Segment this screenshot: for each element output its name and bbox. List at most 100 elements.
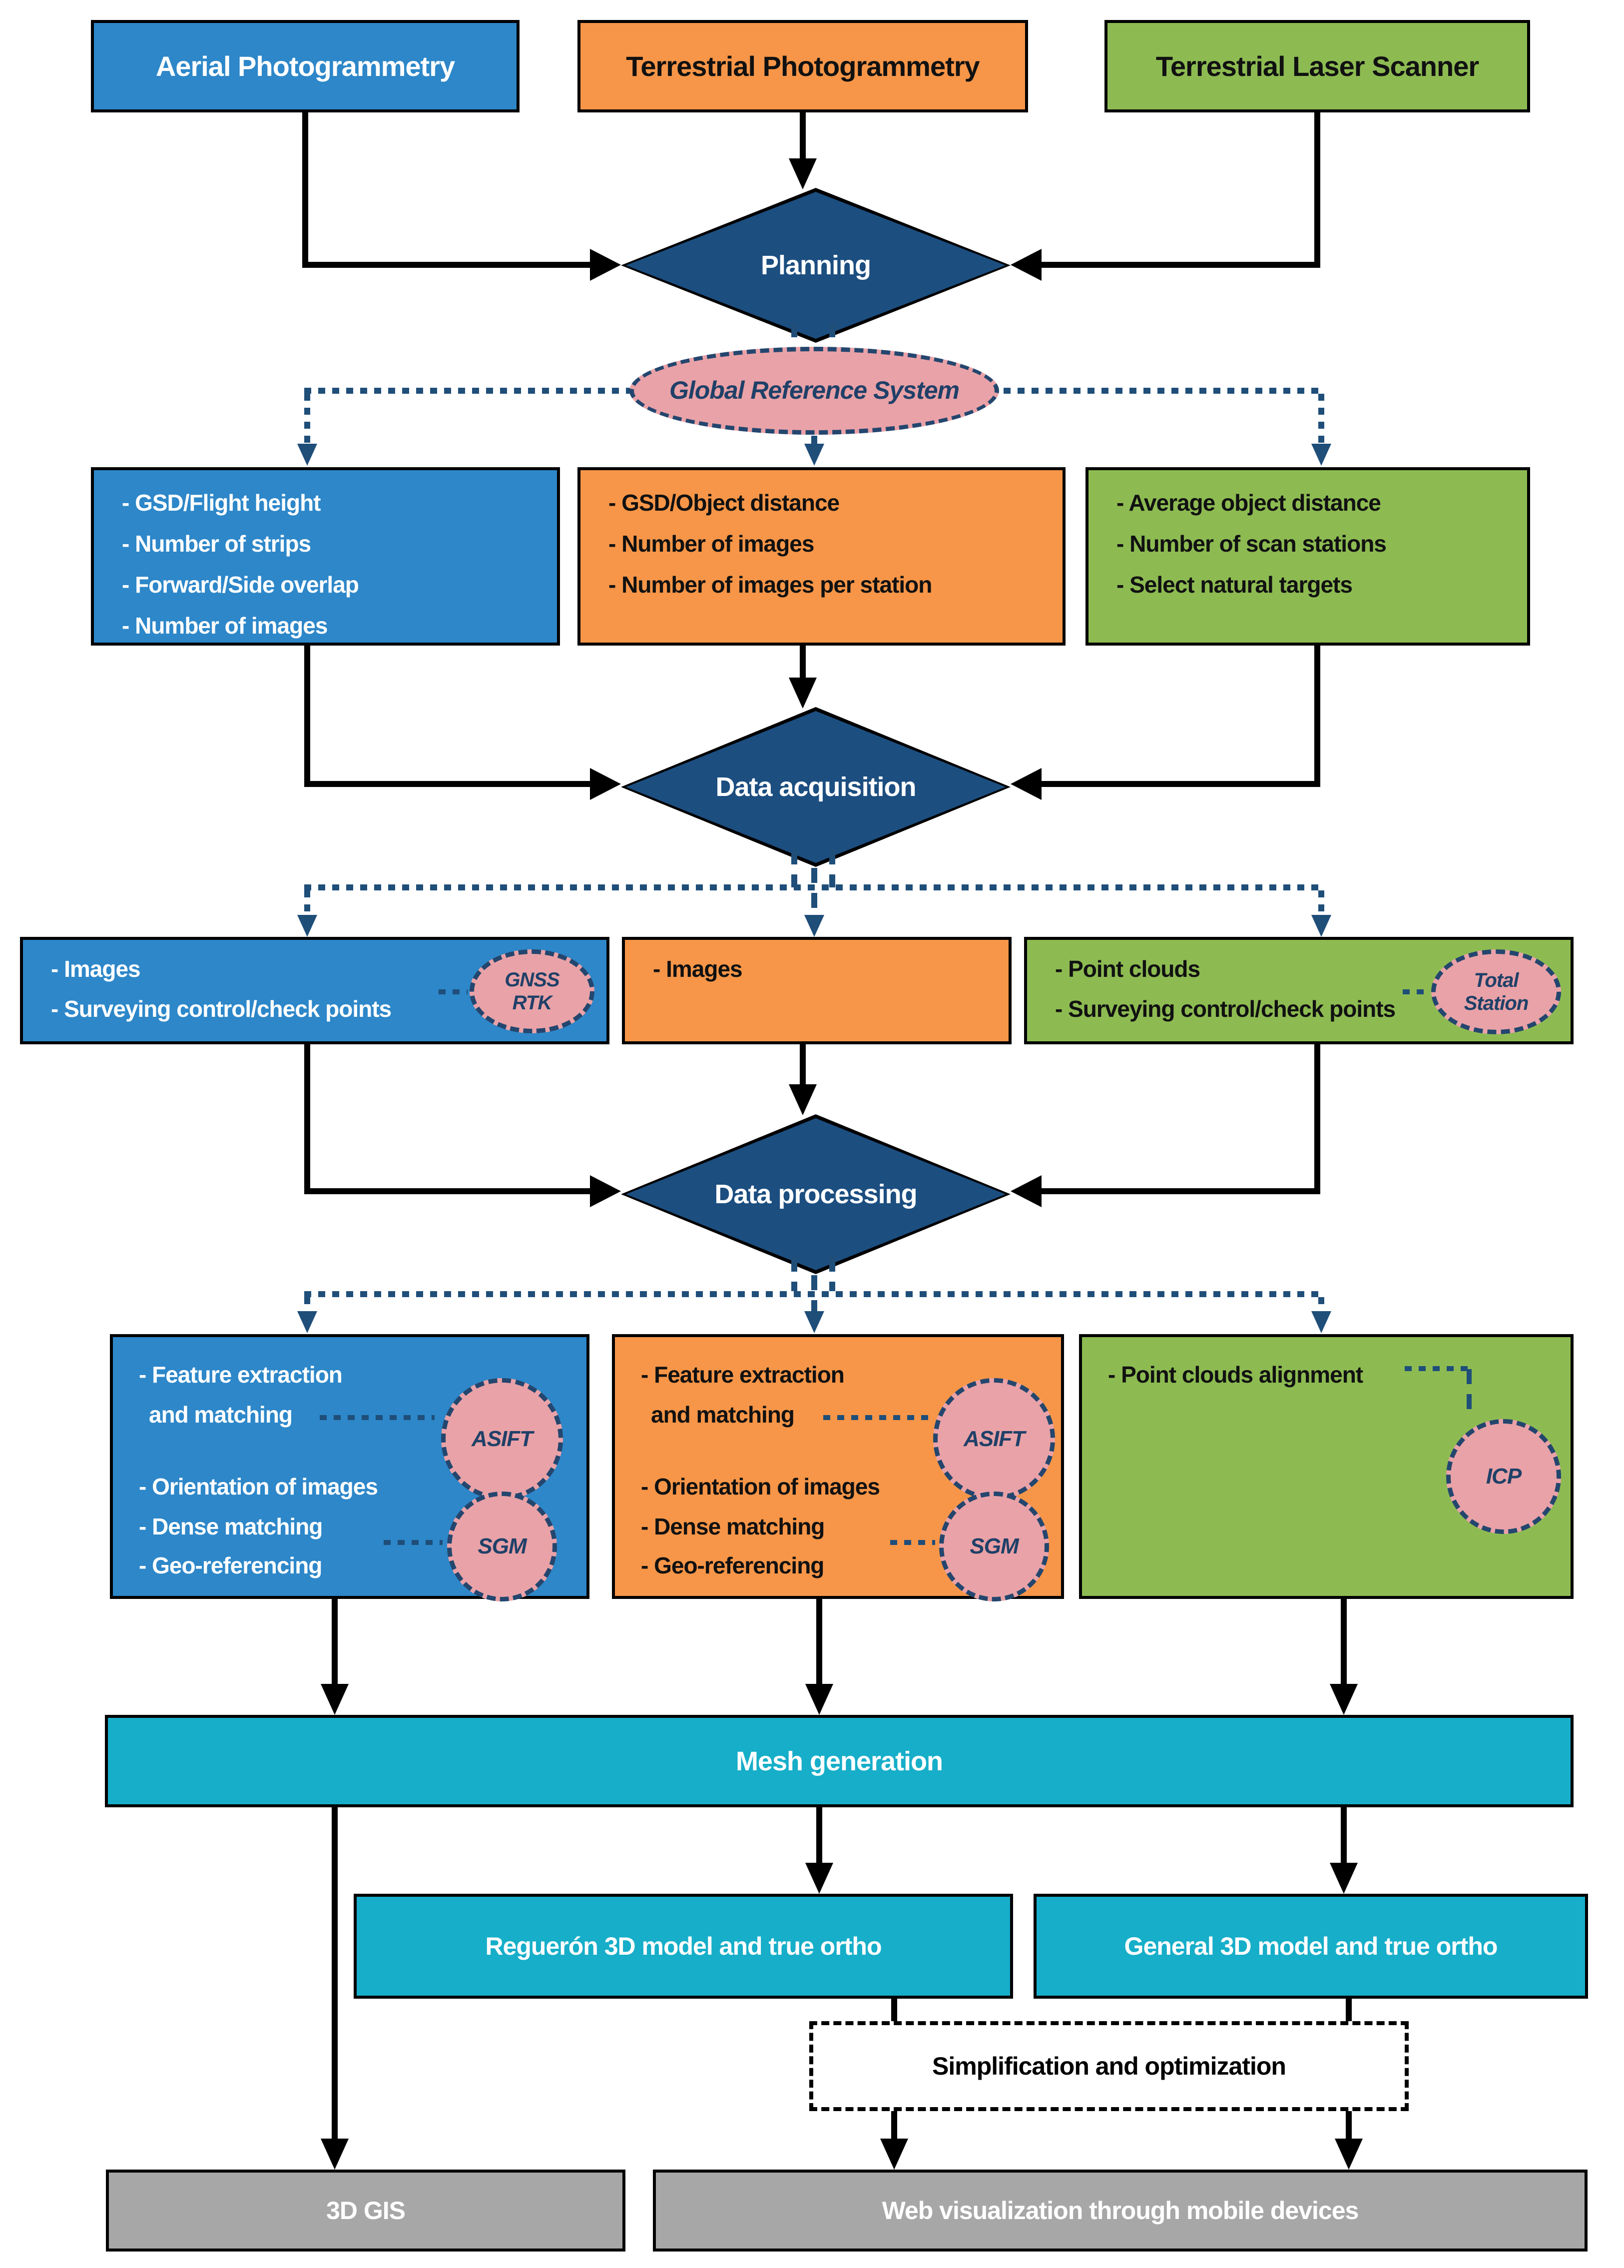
param-item: - GSD/Flight height	[122, 490, 321, 516]
connector-line	[304, 646, 310, 787]
connector-line	[304, 781, 596, 787]
arrowhead-right-icon	[590, 249, 621, 281]
arrowhead-down-icon	[297, 915, 317, 937]
dotted-line	[823, 1415, 928, 1420]
arrowhead-down-icon	[789, 678, 817, 709]
arrowhead-down-icon	[804, 915, 824, 937]
dotted-line	[1403, 989, 1430, 994]
connector-line	[332, 1599, 338, 1684]
dashed-stub	[791, 849, 797, 887]
dotted-line	[1405, 1366, 1470, 1371]
param-item: - Average object distance	[1116, 490, 1381, 516]
data-item: - Images	[653, 956, 743, 982]
annotation-label: GNSS	[505, 969, 559, 991]
annotation-label: RTK	[512, 992, 552, 1014]
connector-line	[816, 1599, 822, 1684]
param-item: - Number of images	[122, 613, 328, 639]
stage-diamond-planning: Planning	[621, 188, 1011, 343]
connector-line	[304, 1044, 310, 1194]
data-item: - Images	[51, 956, 141, 982]
processing-step: - Feature extraction	[139, 1362, 343, 1388]
connector-line	[1042, 1188, 1317, 1194]
dotted-line	[890, 1540, 935, 1545]
connector-line	[1314, 646, 1320, 787]
annotation-label: ASIFT	[963, 1426, 1025, 1451]
output-box-3d-gis: 3D GIS	[106, 2170, 625, 2252]
annotation-ellipse-gnss-rtk: GNSS RTK	[470, 949, 594, 1033]
dashed-stub	[811, 868, 817, 915]
annotation-label: SGM	[478, 1533, 527, 1558]
annotation-ellipse-asift: ASIFT	[441, 1378, 563, 1500]
arrowhead-down-icon	[805, 1684, 833, 1715]
dotted-line	[384, 1540, 443, 1545]
mesh-generation-bar: Mesh generation	[105, 1715, 1574, 1807]
source-box-terrestrial-photogrammetry: Terrestrial Photogrammetry	[577, 20, 1028, 112]
connector-line	[891, 2111, 897, 2139]
arrowhead-left-icon	[1011, 768, 1042, 800]
connector-line	[302, 112, 308, 268]
connector-line	[1346, 1999, 1352, 2021]
connector-line	[1314, 1044, 1320, 1194]
processing-step: and matching	[651, 1402, 795, 1428]
arrowhead-down-icon	[297, 1311, 317, 1333]
connector-line	[800, 646, 806, 678]
annotation-ellipse-global-reference-system: Global Reference System	[629, 347, 999, 435]
dashed-stub	[791, 1257, 797, 1291]
processing-step: - Dense matching	[641, 1513, 825, 1539]
connector-line	[1346, 2111, 1352, 2139]
annotation-label: ASIFT	[471, 1426, 533, 1451]
param-item: - Number of strips	[122, 531, 311, 557]
processing-step: - Orientation of images	[641, 1474, 880, 1500]
arrowhead-down-icon	[805, 1863, 833, 1894]
dashed-stub	[811, 1275, 817, 1311]
annotation-ellipse-sgm: SGM	[447, 1492, 557, 1601]
model-box-general: General 3D model and true ortho	[1034, 1894, 1588, 1999]
output-box-web-visualization: Web visualization through mobile devices	[653, 2170, 1588, 2252]
annotation-ellipse-asift: ASIFT	[933, 1378, 1055, 1500]
arrowhead-down-icon	[321, 2139, 349, 2170]
arrowhead-down-icon	[1311, 1311, 1331, 1333]
annotation-ellipse-icp: ICP	[1446, 1419, 1561, 1534]
dashed-stub	[1467, 1369, 1472, 1419]
processing-step: - Geo-referencing	[641, 1552, 824, 1578]
param-item: - Forward/Side overlap	[122, 572, 359, 598]
mesh-label: Mesh generation	[735, 1746, 943, 1776]
annotation-ellipse-sgm: SGM	[939, 1492, 1049, 1601]
arrowhead-down-icon	[804, 444, 824, 466]
param-item: - Number of images per station	[608, 572, 932, 598]
data-item: - Point clouds	[1055, 956, 1200, 982]
model-label: General 3D model and true ortho	[1124, 1932, 1498, 1960]
stage-label: Data acquisition	[715, 772, 916, 802]
stage-label: Data processing	[714, 1179, 917, 1209]
params-box-laser: - Average object distance - Number of sc…	[1085, 467, 1530, 646]
dashed-stub	[829, 849, 835, 887]
dotted-line	[304, 890, 310, 923]
arrowhead-left-icon	[1011, 249, 1042, 281]
connector-line	[1042, 781, 1317, 787]
arrowhead-down-icon	[789, 158, 817, 189]
arrowhead-down-icon	[804, 1311, 824, 1333]
annotation-label: SGM	[970, 1533, 1019, 1558]
connector-line	[1341, 1599, 1347, 1684]
annotation-ellipse-total-station: Total Station	[1431, 949, 1561, 1034]
source-box-aerial-photogrammetry: Aerial Photogrammetry	[91, 20, 520, 112]
params-box-terrestrial: - GSD/Object distance - Number of images…	[577, 467, 1066, 646]
dotted-line	[1318, 394, 1324, 444]
processing-step: - Point clouds alignment	[1108, 1362, 1363, 1388]
param-item: - GSD/Object distance	[608, 490, 840, 516]
connector-line	[800, 1044, 806, 1084]
dotted-line	[320, 1415, 435, 1420]
param-item: - Number of images	[608, 531, 814, 557]
model-box-regueron: Reguerón 3D model and true ortho	[354, 1894, 1013, 1999]
arrowhead-down-icon	[789, 1084, 817, 1115]
data-item: - Surveying control/check points	[1055, 996, 1396, 1022]
param-item: - Select natural targets	[1116, 572, 1353, 598]
stage-diamond-data-acquisition: Data acquisition	[621, 707, 1011, 867]
connector-line	[891, 1999, 897, 2021]
processing-step: - Dense matching	[139, 1513, 323, 1539]
connector-line	[332, 1807, 338, 2139]
arrowhead-right-icon	[590, 768, 621, 800]
model-label: Reguerón 3D model and true ortho	[485, 1932, 882, 1960]
output-label: 3D GIS	[326, 2197, 406, 2225]
